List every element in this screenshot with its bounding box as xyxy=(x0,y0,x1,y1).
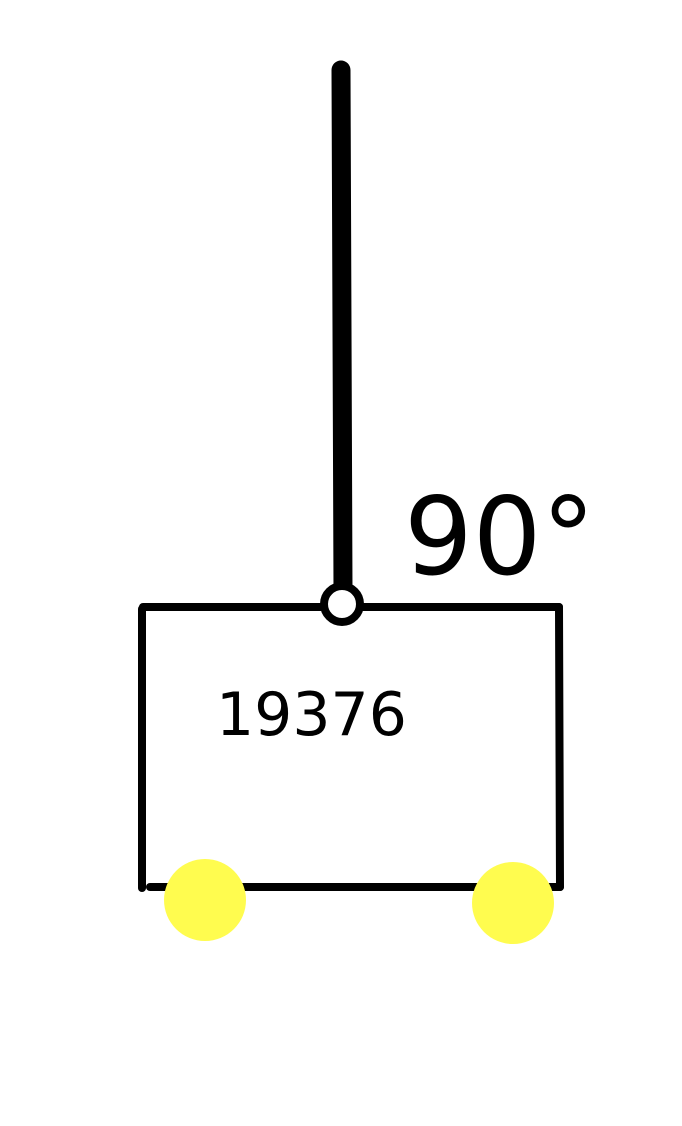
right-wheel xyxy=(472,862,554,944)
left-wheel xyxy=(164,859,246,941)
cart-right-edge xyxy=(555,603,564,891)
pendulum-pole xyxy=(331,60,353,600)
pivot-joint xyxy=(320,582,364,626)
angle-label: 90° xyxy=(404,475,595,600)
cart-id-label: 19376 xyxy=(216,680,407,750)
